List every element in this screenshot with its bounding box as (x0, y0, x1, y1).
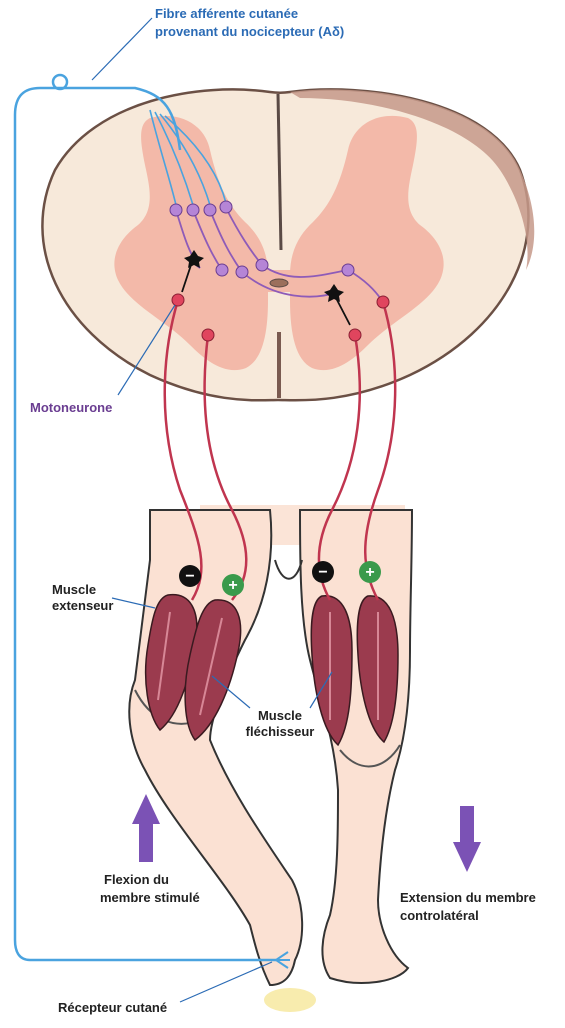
spinal-cord-outline (42, 89, 528, 400)
right-flexor-motoneuron (377, 296, 389, 308)
svg-text:+: + (365, 564, 374, 581)
interneuron-8 (342, 264, 354, 276)
interneuron-3 (204, 204, 216, 216)
interneuron-4 (220, 201, 232, 213)
fibre-label-line1: Fibre afférente cutanée (155, 6, 298, 22)
svg-text:−: − (318, 564, 327, 581)
muscle-extenseur-label-line2: extenseur (52, 598, 113, 614)
interneuron-2 (187, 204, 199, 216)
right-extensor-motoneuron (349, 329, 361, 341)
left-leg (129, 510, 302, 985)
extension-arrow (453, 806, 481, 872)
flexion-arrow (132, 794, 160, 862)
svg-text:+: + (228, 577, 237, 594)
muscle-flechisseur-label-line1: Muscle (240, 708, 320, 724)
recepteur-label: Récepteur cutané (58, 1000, 167, 1016)
svg-text:−: − (185, 568, 194, 585)
recepteur-leader (180, 962, 272, 1002)
crotch-line (275, 560, 302, 579)
right-inhibition-badge: − (312, 561, 334, 583)
muscle-extenseur-label-line1: Muscle (52, 582, 96, 598)
interneuron-1 (170, 204, 182, 216)
motoneurone-label: Motoneurone (30, 400, 112, 416)
spinal-cord (42, 89, 534, 400)
right-excitation-badge: + (359, 561, 381, 583)
left-extensor-motoneuron (172, 294, 184, 306)
extension-label-line2: controlatéral (400, 908, 479, 924)
extension-label-line1: Extension du membre (400, 890, 536, 906)
interneuron-7 (256, 259, 268, 271)
flexion-label-line2: membre stimulé (100, 890, 200, 906)
central-canal (270, 279, 288, 287)
left-inhibition-badge: − (179, 565, 201, 587)
fibre-leader (92, 18, 152, 80)
left-excitation-badge: + (222, 574, 244, 596)
interneuron-6 (236, 266, 248, 278)
left-flexor-motoneuron (202, 329, 214, 341)
receptor-glow (264, 988, 316, 1012)
fibre-label-line2: provenant du nocicepteur (Aδ) (155, 24, 344, 40)
flexion-label-line1: Flexion du (104, 872, 169, 888)
interneuron-5 (216, 264, 228, 276)
muscle-flechisseur-label-line2: fléchisseur (240, 724, 320, 740)
